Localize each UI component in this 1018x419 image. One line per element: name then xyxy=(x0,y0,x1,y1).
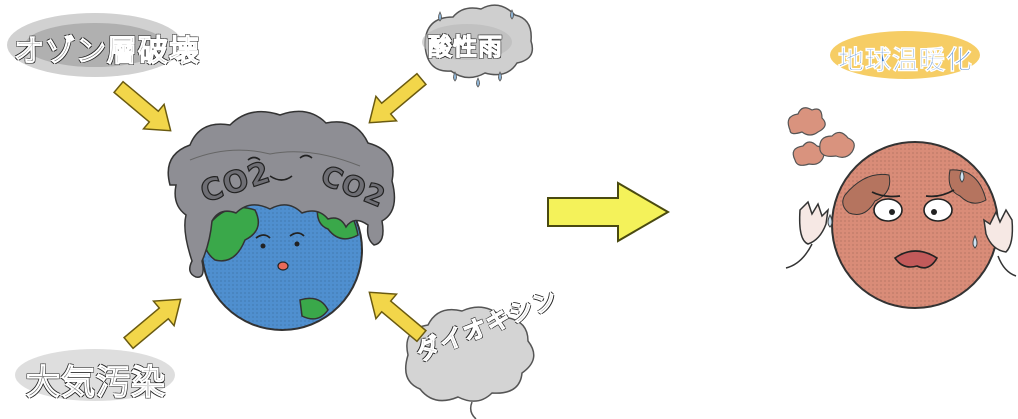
arrow-acid-rain xyxy=(359,67,432,135)
label-air-pollution: 大気汚染 xyxy=(26,355,166,404)
steam-puffs xyxy=(788,108,854,166)
transition-arrow xyxy=(548,183,668,241)
label-global-warming: 地球温暖化 xyxy=(838,40,973,77)
arrow-ozone xyxy=(108,75,181,143)
hot-earth xyxy=(828,142,998,308)
arrow-air-pollution xyxy=(118,287,191,355)
left-hand xyxy=(786,202,828,268)
label-acid-rain: 酸性雨 xyxy=(428,27,503,62)
label-ozone-depletion: オゾン層破壊 xyxy=(14,26,200,70)
